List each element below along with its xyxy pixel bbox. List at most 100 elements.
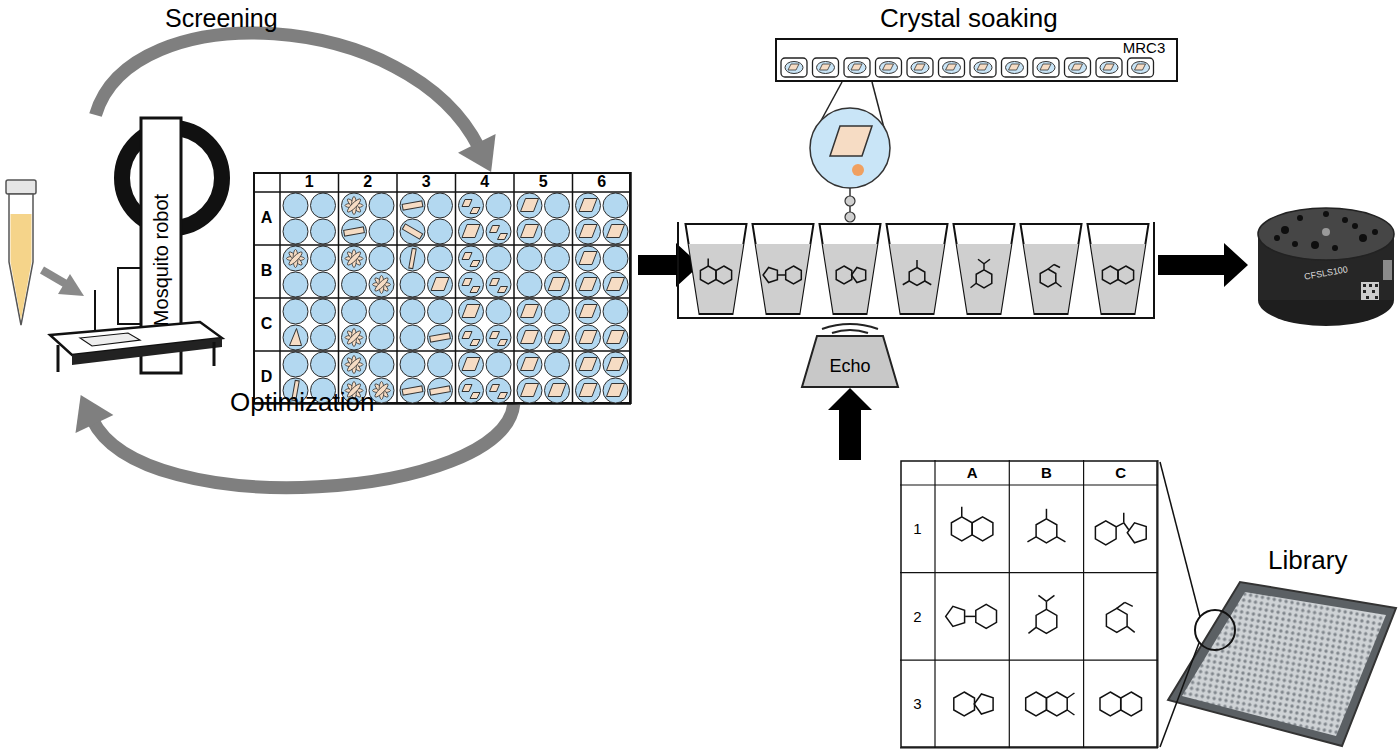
node-text: 2 [900, 573, 935, 661]
drop-well [369, 272, 394, 297]
drop-well [576, 299, 601, 324]
ring [786, 266, 802, 284]
callout-line [1160, 643, 1199, 747]
mrc3-well [844, 58, 870, 77]
ring [1100, 692, 1121, 716]
drop-well [283, 246, 308, 271]
compound-structure [1040, 265, 1061, 288]
ring [972, 517, 993, 541]
crystal [498, 393, 508, 399]
drop [603, 272, 628, 297]
mrc3-drop [911, 62, 929, 74]
drop-well [459, 219, 484, 244]
node-shape [253, 172, 631, 404]
crystal [462, 253, 472, 260]
crystal [607, 225, 625, 238]
drop [311, 219, 336, 244]
ring [716, 266, 732, 284]
drop-well [576, 272, 601, 297]
crystal [607, 331, 625, 344]
ring [946, 606, 965, 626]
drop-well [517, 272, 542, 297]
drop [486, 352, 511, 377]
drop-well [486, 378, 511, 403]
drop [311, 193, 336, 218]
drop-well [517, 193, 542, 218]
drop-well [486, 193, 511, 218]
drop [545, 325, 570, 350]
crystal [579, 384, 597, 397]
puck-hole [1352, 223, 1358, 229]
transfer-arrowhead [58, 274, 84, 296]
crystal [470, 261, 480, 267]
crystal [579, 225, 597, 238]
crystal-needle [287, 250, 303, 266]
crystal [290, 329, 302, 346]
crystal-rod [430, 386, 451, 395]
crystal [521, 384, 539, 397]
puck-transfer-arrow [1158, 243, 1248, 287]
puck-hole [1274, 235, 1280, 241]
compound-structure [1100, 692, 1142, 716]
crystal-needle [373, 276, 389, 292]
ring [852, 268, 866, 283]
drop [342, 219, 367, 244]
compound-structure [1026, 692, 1075, 716]
drop [342, 325, 367, 350]
drop-well [428, 246, 453, 271]
compound-structure [763, 266, 801, 284]
ring [700, 266, 716, 284]
crystal [521, 358, 539, 371]
compound-structure [1095, 513, 1146, 545]
crystal [820, 64, 831, 70]
bond [1028, 627, 1036, 633]
crystal [1009, 64, 1020, 70]
drop-well [428, 352, 453, 377]
grid-line [900, 572, 1158, 573]
bond [971, 283, 977, 288]
drop [428, 219, 453, 244]
drop [459, 272, 484, 297]
crystal [462, 332, 472, 339]
bond [1054, 265, 1060, 268]
drop-well [603, 352, 628, 377]
compound-structure [1106, 602, 1134, 632]
crystal [498, 234, 508, 240]
well-liquid [756, 244, 811, 313]
drop [517, 378, 542, 403]
drop [369, 193, 394, 218]
puck-hole [1372, 229, 1378, 235]
crystal [548, 331, 566, 344]
puck-hole [1311, 241, 1319, 249]
drop [283, 352, 308, 377]
drop-well [400, 325, 425, 350]
drop [400, 246, 425, 271]
drop [459, 325, 484, 350]
drop-well [283, 219, 308, 244]
bond [1038, 595, 1046, 601]
drop-well [603, 193, 628, 218]
crystal-needle [346, 250, 362, 266]
drop [428, 352, 453, 377]
drop [400, 272, 425, 297]
crystal-rod [344, 227, 365, 236]
puck-top [1258, 208, 1394, 260]
transducer-shape [802, 336, 898, 387]
bond [1127, 626, 1135, 632]
drop [603, 352, 628, 377]
crystal [977, 64, 988, 70]
drop-well [342, 299, 367, 324]
drop [545, 352, 570, 377]
mrc3-drop [943, 62, 961, 74]
drop [428, 378, 453, 403]
drop-well [283, 352, 308, 377]
drop [311, 299, 336, 324]
drop-well [459, 299, 484, 324]
ring [954, 692, 975, 716]
crystal [788, 64, 799, 70]
drop-well [545, 352, 570, 377]
drop [545, 378, 570, 403]
drop [311, 325, 336, 350]
drop [517, 352, 542, 377]
